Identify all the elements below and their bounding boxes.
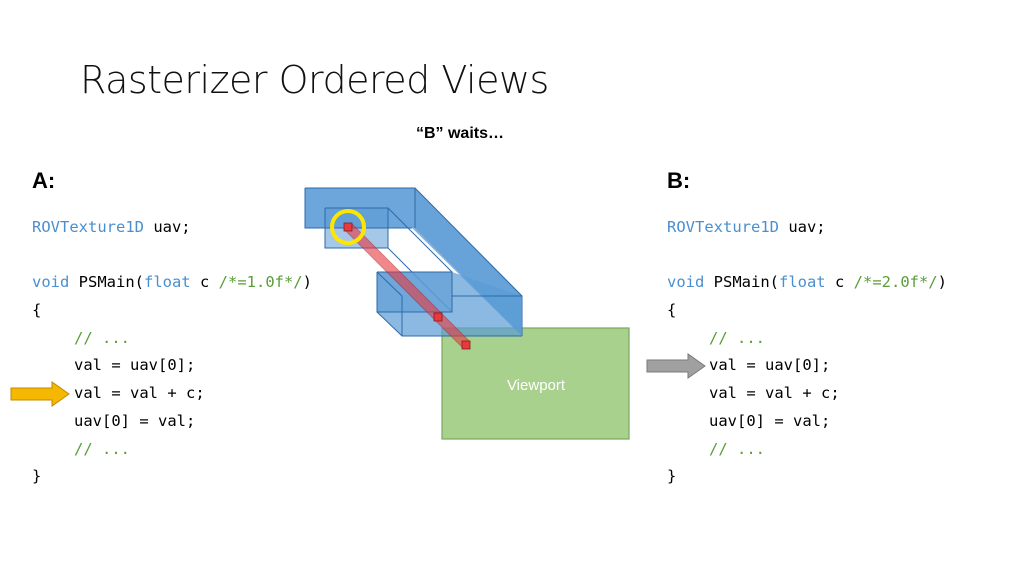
code-token: uav[0] = val; (709, 411, 831, 430)
highlight-circle (330, 209, 366, 245)
code-token: PSMain( (704, 273, 779, 292)
code-token: ROVTexture1D (32, 218, 144, 236)
panel-a-code-line: { (32, 297, 312, 325)
panel-b-code-line: ROVTexture1D uav; (667, 214, 947, 242)
code-token: { (32, 301, 42, 320)
code-token: { (667, 301, 677, 320)
code-token: ) (937, 273, 947, 292)
code-token: val = val + c; (74, 384, 205, 403)
code-token: val = uav[0]; (709, 356, 831, 375)
code-token: val = uav[0]; (74, 356, 196, 375)
code-token: /*=2.0f*/ (853, 273, 938, 292)
panel-a-code-line: void PSMain(float c /*=1.0f*/) (32, 269, 312, 297)
pixel-ray (343, 222, 471, 350)
ray-sample-point-1 (343, 222, 353, 232)
ray-sample-point-3 (461, 340, 471, 350)
code-token: ) (302, 273, 312, 292)
panel-b-code-line: } (667, 463, 947, 491)
panel-a-arrow-icon (10, 381, 70, 408)
code-token: uav; (778, 218, 826, 236)
panel-b-arrow-icon (646, 353, 706, 380)
panel-b-code-line: val = val + c; (667, 380, 947, 408)
viewport-rect (441, 327, 630, 440)
panel-a-code: ROVTexture1D uav; void PSMain(float c /*… (32, 214, 312, 491)
slide-title: Rasterizer Ordered Views (80, 58, 549, 102)
panel-a-label: A: (32, 168, 56, 193)
code-token: float (143, 273, 191, 292)
panel-a-code-line: uav[0] = val; (32, 408, 312, 436)
panel-a-code-line: ROVTexture1D uav; (32, 214, 312, 242)
panel-a-code-line: val = val + c; (32, 380, 312, 408)
ray-sample-point-2 (433, 312, 443, 322)
code-token: PSMain( (69, 273, 144, 292)
code-token: // ... (74, 328, 130, 347)
panel-b-code-line: // ... (667, 325, 947, 353)
viewport-label: Viewport (507, 377, 566, 394)
slide-subtitle: “B” waits… (415, 125, 504, 142)
code-token: c (825, 273, 854, 292)
code-token: // ... (709, 439, 765, 458)
code-token: void (667, 273, 705, 292)
code-token: c (190, 273, 219, 292)
panel-b-label: B: (667, 168, 691, 193)
code-token: float (778, 273, 826, 292)
panel-a-code-line: } (32, 463, 312, 491)
panel-b-code: ROVTexture1D uav; void PSMain(float c /*… (667, 214, 947, 491)
code-token: val = val + c; (709, 384, 840, 403)
code-token: } (667, 467, 677, 486)
code-token: uav; (143, 218, 191, 236)
panel-a-code-line: val = uav[0]; (32, 352, 312, 380)
code-token: uav[0] = val; (74, 411, 196, 430)
panel-b-code-line: uav[0] = val; (667, 408, 947, 436)
panel-a-code-line: // ... (32, 436, 312, 464)
code-token: void (32, 273, 70, 292)
panel-b-code-line: val = uav[0]; (667, 352, 947, 380)
panel-b-code-line: { (667, 297, 947, 325)
code-token: // ... (709, 328, 765, 347)
panel-b-code-line: // ... (667, 436, 947, 464)
code-token: ROVTexture1D (667, 218, 779, 236)
code-token: /*=1.0f*/ (218, 273, 303, 292)
panel-b-code-line: void PSMain(float c /*=2.0f*/) (667, 269, 947, 297)
code-token: } (32, 467, 42, 486)
code-token: // ... (74, 439, 130, 458)
panel-a-code-line: // ... (32, 325, 312, 353)
